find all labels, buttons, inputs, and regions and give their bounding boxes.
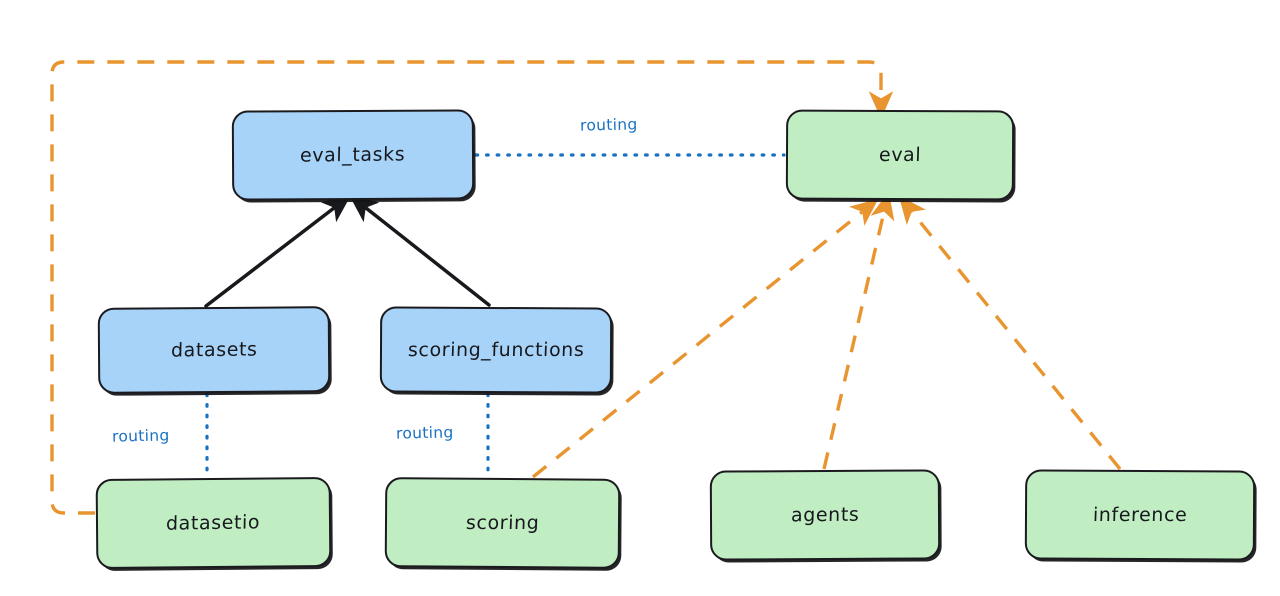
edge-agents-to-eval bbox=[822, 191, 895, 470]
node-label: eval_tasks bbox=[300, 143, 406, 167]
node-label: scoring bbox=[465, 511, 540, 535]
node-label: datasets bbox=[170, 338, 258, 362]
edge-inference-to-eval bbox=[898, 195, 1122, 471]
edge-label-routing-datasets: routing bbox=[111, 426, 170, 446]
node-label: inference bbox=[1092, 503, 1188, 527]
edge-label-routing-eval-tasks: routing bbox=[579, 115, 638, 135]
edge-datasets-to-eval_tasks bbox=[204, 194, 352, 308]
node-scoring[interactable]: scoring bbox=[384, 477, 621, 569]
edge-label-routing-scoring-functions: routing bbox=[395, 423, 454, 443]
node-label: agents bbox=[790, 503, 860, 527]
node-agents[interactable]: agents bbox=[709, 469, 941, 561]
node-eval-tasks[interactable]: eval_tasks bbox=[231, 109, 475, 201]
node-datasetio[interactable]: datasetio bbox=[95, 476, 332, 570]
node-scoring-functions[interactable]: scoring_functions bbox=[379, 306, 613, 394]
edge-scoring_functions-to-eval_tasks bbox=[348, 194, 491, 307]
node-label: eval bbox=[878, 143, 922, 167]
node-inference[interactable]: inference bbox=[1024, 469, 1256, 561]
node-datasets[interactable]: datasets bbox=[97, 306, 331, 394]
node-eval[interactable]: eval bbox=[785, 109, 1015, 201]
node-label: scoring_functions bbox=[407, 338, 585, 362]
node-label: datasetio bbox=[166, 511, 261, 535]
